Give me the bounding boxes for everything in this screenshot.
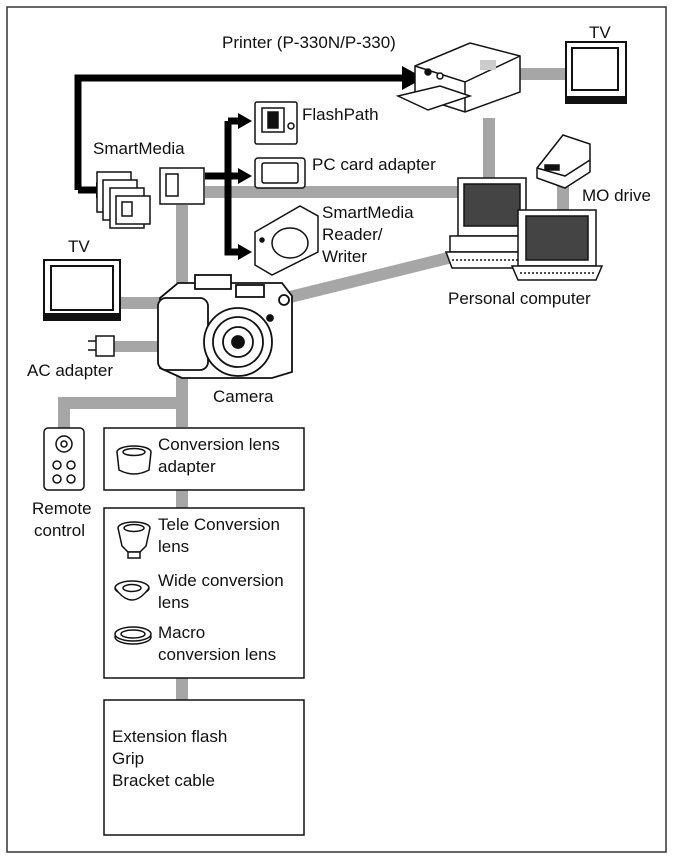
tele-lens-text: Tele Conversion lens <box>158 514 280 558</box>
macro-lens-icon <box>114 626 152 645</box>
conversion-adapter-text: Conversion lens adapter <box>158 434 280 478</box>
ac-adapter-label: AC adapter <box>27 361 113 380</box>
accessory-extension-flash: Extension flash <box>112 727 228 746</box>
reader-writer-label-2: Reader/ <box>322 225 383 244</box>
remote-control-label-2: control <box>34 521 86 540</box>
tv-top-icon <box>565 41 627 104</box>
tele-lens-line-1: Tele Conversion <box>158 515 280 534</box>
accessory-bracket-cable: Bracket cable <box>112 771 215 790</box>
mo-drive-icon <box>536 134 591 189</box>
remote-control-icon <box>43 427 85 491</box>
mo-drive-label: MO drive <box>582 186 651 205</box>
accessory-grip: Grip <box>112 749 145 768</box>
reader-writer-icon <box>254 205 319 276</box>
tv-left-label: TV <box>68 237 90 256</box>
conversion-adapter-icon <box>116 445 152 475</box>
gray-connectors <box>58 68 570 700</box>
macro-lens-line-2: conversion lens <box>158 645 277 664</box>
wide-lens-icon <box>114 580 150 601</box>
flashpath-label: FlashPath <box>302 105 379 124</box>
pc-card-adapter-icon <box>254 157 306 189</box>
conversion-adapter-line-2: adapter <box>158 457 216 476</box>
camera-label: Camera <box>213 387 274 406</box>
accessories-text: Extension flash Grip Bracket cable <box>112 726 227 792</box>
personal-computer-label: Personal computer <box>448 289 591 308</box>
wide-lens-line-1: Wide conversion <box>158 571 284 590</box>
camera-icon <box>157 274 293 379</box>
printer-icon <box>395 42 521 113</box>
conversion-adapter-line-1: Conversion lens <box>158 435 280 454</box>
accessory-boxes <box>103 427 305 836</box>
ac-adapter-icon <box>88 335 115 357</box>
reader-writer-label-1: SmartMedia <box>322 203 414 222</box>
tv-top-label: TV <box>589 23 611 42</box>
macro-lens-line-1: Macro <box>158 623 206 642</box>
camera-computer-link <box>288 249 462 303</box>
macro-lens-text: Macro conversion lens <box>158 622 276 666</box>
printer-label: Printer (P-330N/P-330) <box>222 33 396 52</box>
wide-lens-text: Wide conversion lens <box>158 570 284 614</box>
remote-control-label-1: Remote <box>32 499 92 518</box>
flashpath-icon <box>254 101 298 145</box>
personal-computer-icon <box>444 177 604 281</box>
box-accessories <box>103 699 305 836</box>
smartmedia-cards-icon <box>96 167 205 229</box>
reader-writer-label-3: Writer <box>322 247 368 266</box>
tv-left-icon <box>43 259 121 321</box>
smartmedia-label: SmartMedia <box>93 139 185 158</box>
pc-card-adapter-label: PC card adapter <box>312 155 436 174</box>
outer-frame <box>6 6 667 853</box>
tele-lens-line-2: lens <box>158 537 190 556</box>
wide-lens-line-2: lens <box>158 593 190 612</box>
tele-lens-icon <box>117 521 151 559</box>
